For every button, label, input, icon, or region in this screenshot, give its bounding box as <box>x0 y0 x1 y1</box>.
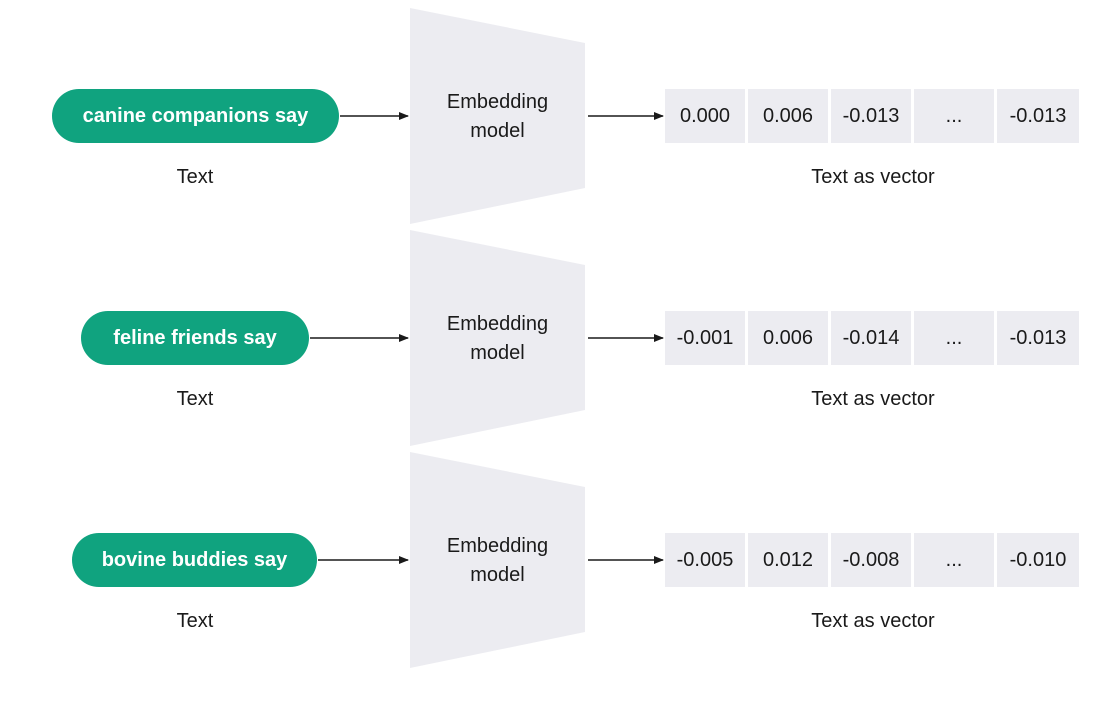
model-label-line2: model <box>470 120 525 142</box>
embedding-model-label: Embedding model <box>410 88 585 146</box>
vector-cell: 0.006 <box>748 89 828 143</box>
vector-caption: Text as vector <box>811 610 935 632</box>
vector-cell: -0.013 <box>997 311 1079 365</box>
vector-cell: 0.006 <box>748 311 828 365</box>
embedding-model-label: Embedding model <box>410 310 585 368</box>
diagram-row: feline friends say Text Embedding model … <box>0 222 1112 446</box>
vector-cell: -0.013 <box>997 89 1079 143</box>
vector-cell: -0.013 <box>831 89 911 143</box>
model-label-line2: model <box>470 564 525 586</box>
model-label-line2: model <box>470 342 525 364</box>
embedding-model-shape <box>410 8 585 224</box>
vector-caption: Text as vector <box>811 388 935 410</box>
vector-cells: -0.005 0.012 -0.008 ... -0.010 <box>665 533 1079 587</box>
embedding-model-label: Embedding model <box>410 532 585 590</box>
input-text-pill: bovine buddies say <box>72 533 317 587</box>
input-caption: Text <box>176 610 214 632</box>
vector-cells: 0.000 0.006 -0.013 ... -0.013 <box>665 89 1079 143</box>
vector-cells: -0.001 0.006 -0.014 ... -0.013 <box>665 311 1079 365</box>
vector-cell-ellipsis: ... <box>914 311 994 365</box>
input-text-pill: feline friends say <box>81 311 309 365</box>
vector-cell: -0.001 <box>665 311 745 365</box>
row-graphics <box>318 452 664 668</box>
vector-cell: -0.005 <box>665 533 745 587</box>
embedding-model-shape <box>410 230 585 446</box>
vector-cell: 0.000 <box>665 89 745 143</box>
model-label-line1: Embedding <box>446 91 549 113</box>
row-graphics <box>310 230 664 446</box>
row-graphics <box>340 8 664 224</box>
vector-cell: -0.008 <box>831 533 911 587</box>
diagram-row: canine companions say Text Embedding mod… <box>0 0 1112 224</box>
diagram-row: bovine buddies say Text Embedding model … <box>0 444 1112 668</box>
input-caption: Text <box>176 388 214 410</box>
model-label-line1: Embedding <box>446 535 549 557</box>
vector-cell-ellipsis: ... <box>914 89 994 143</box>
input-text-pill: canine companions say <box>52 89 339 143</box>
vector-cell: -0.010 <box>997 533 1079 587</box>
model-label-line1: Embedding <box>446 313 549 335</box>
embedding-model-shape <box>410 452 585 668</box>
vector-caption: Text as vector <box>811 166 935 188</box>
vector-cell-ellipsis: ... <box>914 533 994 587</box>
input-caption: Text <box>176 166 214 188</box>
vector-cell: -0.014 <box>831 311 911 365</box>
vector-cell: 0.012 <box>748 533 828 587</box>
